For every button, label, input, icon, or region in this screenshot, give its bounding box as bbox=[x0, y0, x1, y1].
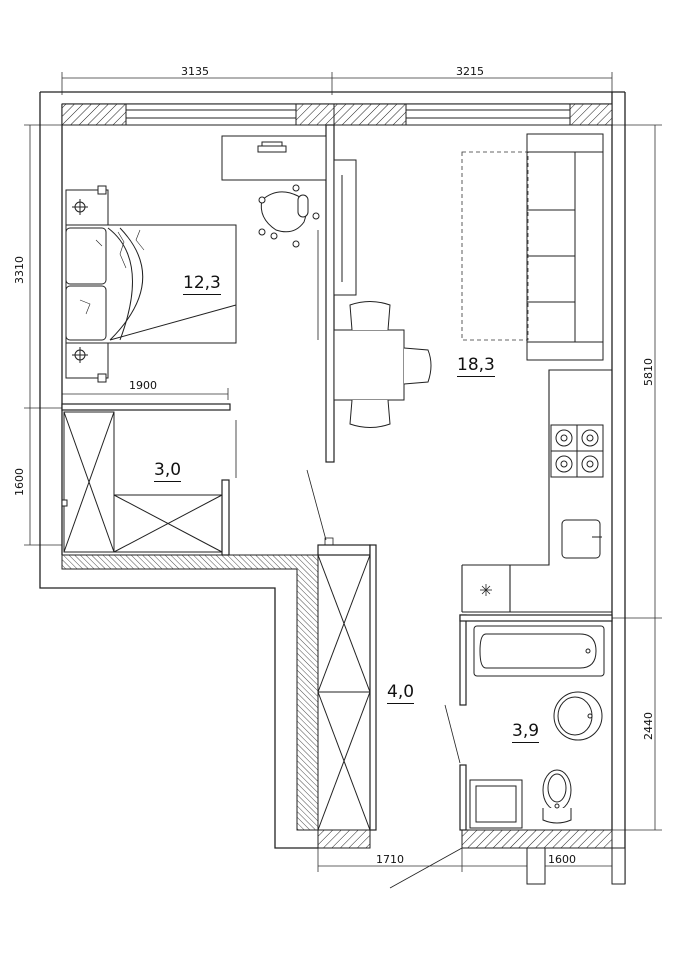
dim-bottom-bath: 1600 bbox=[548, 853, 576, 866]
bathtub bbox=[473, 625, 605, 677]
dim-top-left: 3135 bbox=[181, 65, 209, 78]
dim-right-main: 5810 bbox=[642, 358, 655, 386]
desk-chair bbox=[258, 184, 320, 248]
sofa bbox=[526, 133, 604, 361]
bed bbox=[65, 224, 237, 344]
stove bbox=[550, 424, 604, 478]
door-swings bbox=[235, 230, 463, 889]
nightstands bbox=[65, 185, 109, 383]
kitchen-sink bbox=[561, 519, 602, 559]
room-area-hall: 4,0 bbox=[387, 682, 415, 704]
dim-right-bath: 2440 bbox=[642, 712, 655, 740]
dim-bedroom-width: 1900 bbox=[129, 379, 157, 392]
fridge-mark bbox=[480, 584, 492, 596]
dim-top-right: 3215 bbox=[456, 65, 484, 78]
storage-shelves bbox=[61, 411, 223, 553]
dim-left-bedroom: 3310 bbox=[13, 256, 26, 284]
desk bbox=[221, 135, 327, 181]
washbasin bbox=[553, 691, 603, 741]
room-area-bedroom: 12,3 bbox=[183, 273, 221, 295]
kitchen-counter bbox=[461, 369, 612, 613]
rug bbox=[461, 151, 529, 341]
room-area-bath: 3,9 bbox=[512, 721, 540, 743]
room-area-storage: 3,0 bbox=[154, 460, 182, 482]
top-wall-hatching bbox=[61, 103, 613, 126]
hall-wardrobe bbox=[317, 554, 371, 831]
room-area-living: 18,3 bbox=[457, 355, 495, 377]
wardrobe bbox=[333, 159, 357, 296]
toilet bbox=[542, 769, 572, 824]
dining-table bbox=[333, 301, 432, 428]
inner-walls-hatched bbox=[61, 554, 626, 885]
dim-left-storage: 1600 bbox=[13, 468, 26, 496]
partitions bbox=[61, 124, 613, 831]
washing-machine bbox=[469, 779, 523, 829]
dimension-lines bbox=[24, 72, 662, 872]
dim-bottom-hall: 1710 bbox=[376, 853, 404, 866]
